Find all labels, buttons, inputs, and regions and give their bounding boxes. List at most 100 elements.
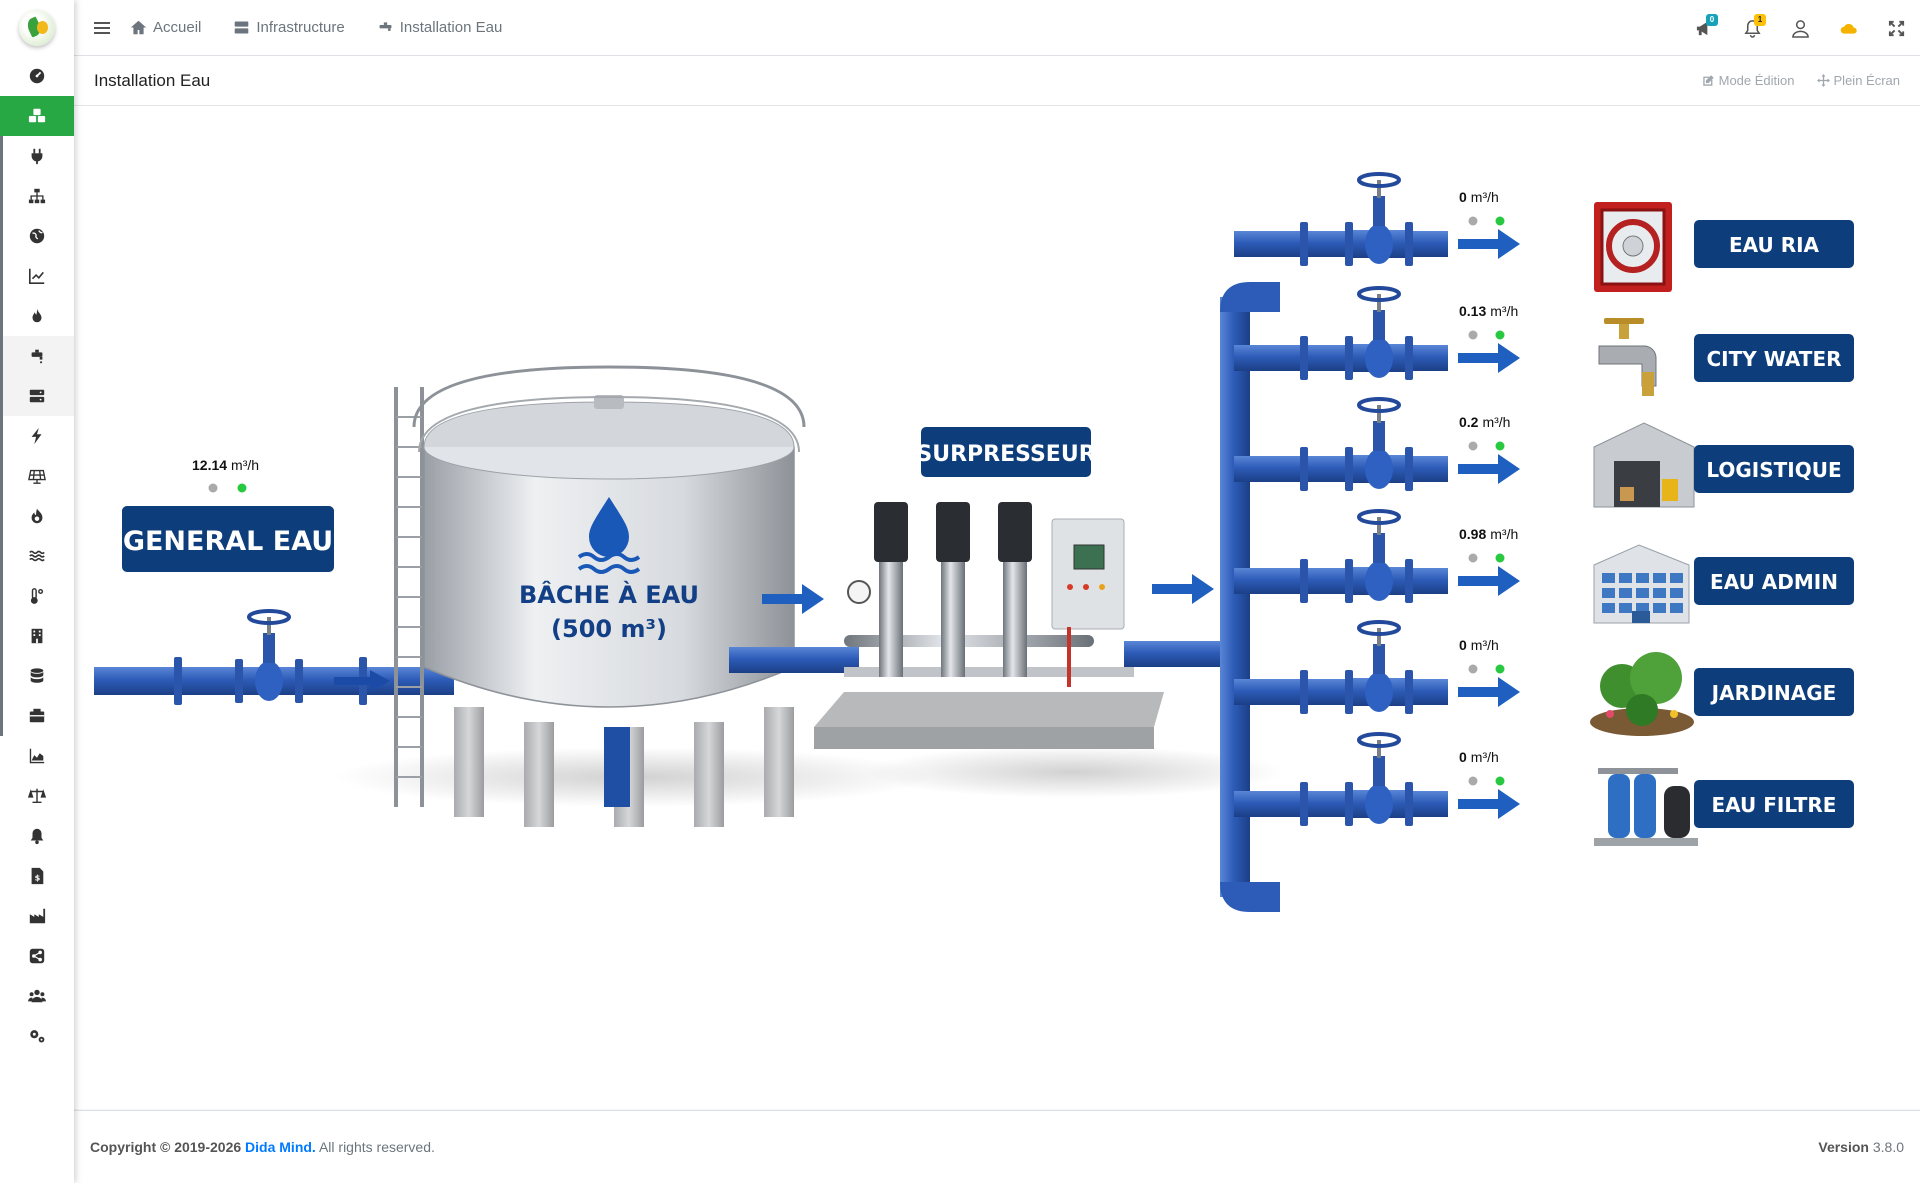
faucet-icon [1598, 318, 1657, 396]
outlet-label-box [1694, 220, 1854, 268]
branch-pipe [1234, 791, 1448, 817]
sidebar-item-solar[interactable] [0, 456, 74, 496]
sidebar-item-electricity[interactable] [0, 136, 74, 176]
expand-icon [1888, 20, 1904, 36]
outlet-label: JARDINAGE [1710, 681, 1837, 705]
sidebar-item-charts[interactable] [0, 256, 74, 296]
sidebar-item-water[interactable] [0, 336, 74, 376]
bolt-icon [31, 427, 42, 445]
sidebar-item-network[interactable] [0, 176, 74, 216]
outlet-flow-unit: m³/h [1471, 189, 1499, 205]
ok-status-icon [1495, 330, 1505, 340]
outlet-valve[interactable] [1343, 397, 1415, 493]
brand-link[interactable]: Dida Mind. [245, 1139, 316, 1155]
edit-mode-label: Mode Édition [1718, 73, 1795, 88]
sidebar-item-building[interactable] [0, 616, 74, 656]
hamburger-icon [94, 21, 110, 34]
area-chart-icon [29, 748, 45, 764]
sidebar-item-power[interactable] [0, 416, 74, 456]
branch-pipe [1234, 231, 1448, 257]
outlet-flow-value: 0 [1459, 749, 1467, 765]
sidebar-item-factory[interactable] [0, 896, 74, 936]
menu-toggle-button[interactable] [74, 0, 130, 56]
cloud-sync-button[interactable] [1824, 0, 1872, 56]
gear-status-icon [1468, 664, 1478, 674]
outlet-label: EAU ADMIN [1710, 570, 1838, 594]
user-menu-button[interactable] [1776, 0, 1824, 56]
sidebar-item-alerts[interactable] [0, 816, 74, 856]
sidebar-item-fire[interactable] [0, 496, 74, 536]
home-icon [130, 20, 147, 35]
sidebar-item-billing[interactable]: $ [0, 856, 74, 896]
page-title: Installation Eau [94, 70, 211, 90]
messages-badge: 0 [1706, 14, 1718, 26]
users-icon [28, 989, 46, 1003]
outlet-label-box [1694, 780, 1854, 828]
version-number: 3.8.0 [1872, 1139, 1904, 1155]
sidebar-item-balance[interactable] [0, 776, 74, 816]
sidebar-item-servers[interactable] [0, 376, 74, 416]
sidebar-item-utilities[interactable] [0, 96, 74, 136]
breadcrumb-installation-eau[interactable]: Installation Eau [377, 19, 502, 36]
outlet-valve[interactable] [1343, 732, 1415, 828]
globe-icon [29, 228, 45, 244]
sidebar-item-dashboard[interactable] [0, 56, 74, 96]
warehouse-icon [1593, 422, 1695, 508]
sidebar-item-temperature[interactable] [0, 576, 74, 616]
user-icon [1791, 19, 1809, 38]
breadcrumb-infrastructure[interactable]: Infrastructure [233, 19, 345, 36]
cloud-icon [1840, 23, 1857, 34]
bell-icon [30, 828, 44, 845]
outlet-flow-value: 0.13 [1459, 303, 1486, 319]
messages-button[interactable]: 0 [1680, 0, 1728, 56]
server-icon [29, 389, 45, 403]
rights-text: All rights reserved. [318, 1139, 435, 1155]
sidebar-item-analytics[interactable] [0, 736, 74, 776]
fullscreen-button[interactable]: Plein Écran [1816, 73, 1900, 88]
gears-icon [30, 1030, 45, 1043]
outlet-label: EAU RIA [1729, 233, 1820, 257]
source-status-indicators [208, 483, 247, 493]
svg-text:$: $ [35, 873, 41, 883]
app-logo[interactable] [0, 0, 74, 56]
branch-pipe [1234, 345, 1448, 371]
garden-icon [1590, 652, 1694, 736]
sidebar-item-globe[interactable] [0, 216, 74, 256]
sidebar-item-air[interactable] [0, 536, 74, 576]
sidebar-item-settings[interactable] [0, 1016, 74, 1056]
edit-mode-button[interactable]: Mode Édition [1702, 73, 1795, 88]
outlet-label-box [1694, 445, 1854, 493]
source-flow-unit: m³/h [231, 457, 259, 473]
sidebar: $ [0, 0, 74, 1183]
ok-status-icon [1495, 776, 1505, 786]
inlet-valve[interactable] [233, 609, 305, 705]
sidebar-item-share[interactable] [0, 936, 74, 976]
sidebar-item-gas[interactable] [0, 296, 74, 336]
breadcrumb-home[interactable]: Accueil [130, 19, 201, 36]
main-content: Installation Eau Mode Édition Plein Écra… [74, 56, 1920, 1109]
booster-pump-skid [814, 502, 1164, 749]
outlet-valve[interactable] [1343, 509, 1415, 605]
outlet-valve[interactable] [1343, 286, 1415, 382]
outlet-valve[interactable] [1343, 172, 1415, 268]
expand-button[interactable] [1872, 0, 1920, 56]
fire-hose-cabinet-icon [1594, 202, 1672, 292]
outlet-valve[interactable] [1343, 620, 1415, 716]
line-chart-icon [28, 268, 45, 285]
navbar-right: 0 1 [1680, 0, 1920, 56]
outlet-flow-value: 0 [1459, 637, 1467, 653]
notifications-button[interactable]: 1 [1728, 0, 1776, 56]
box-icon [29, 708, 45, 723]
ok-status-icon [1495, 441, 1505, 451]
bullhorn-icon [1696, 21, 1707, 35]
water-tank: BÂCHE À EAU (500 m³) [394, 365, 806, 827]
branch-pipe [1234, 456, 1448, 482]
sidebar-item-storage[interactable] [0, 696, 74, 736]
sidebar-item-users[interactable] [0, 976, 74, 1016]
sidebar-item-database[interactable] [0, 656, 74, 696]
plug-icon [31, 148, 43, 165]
